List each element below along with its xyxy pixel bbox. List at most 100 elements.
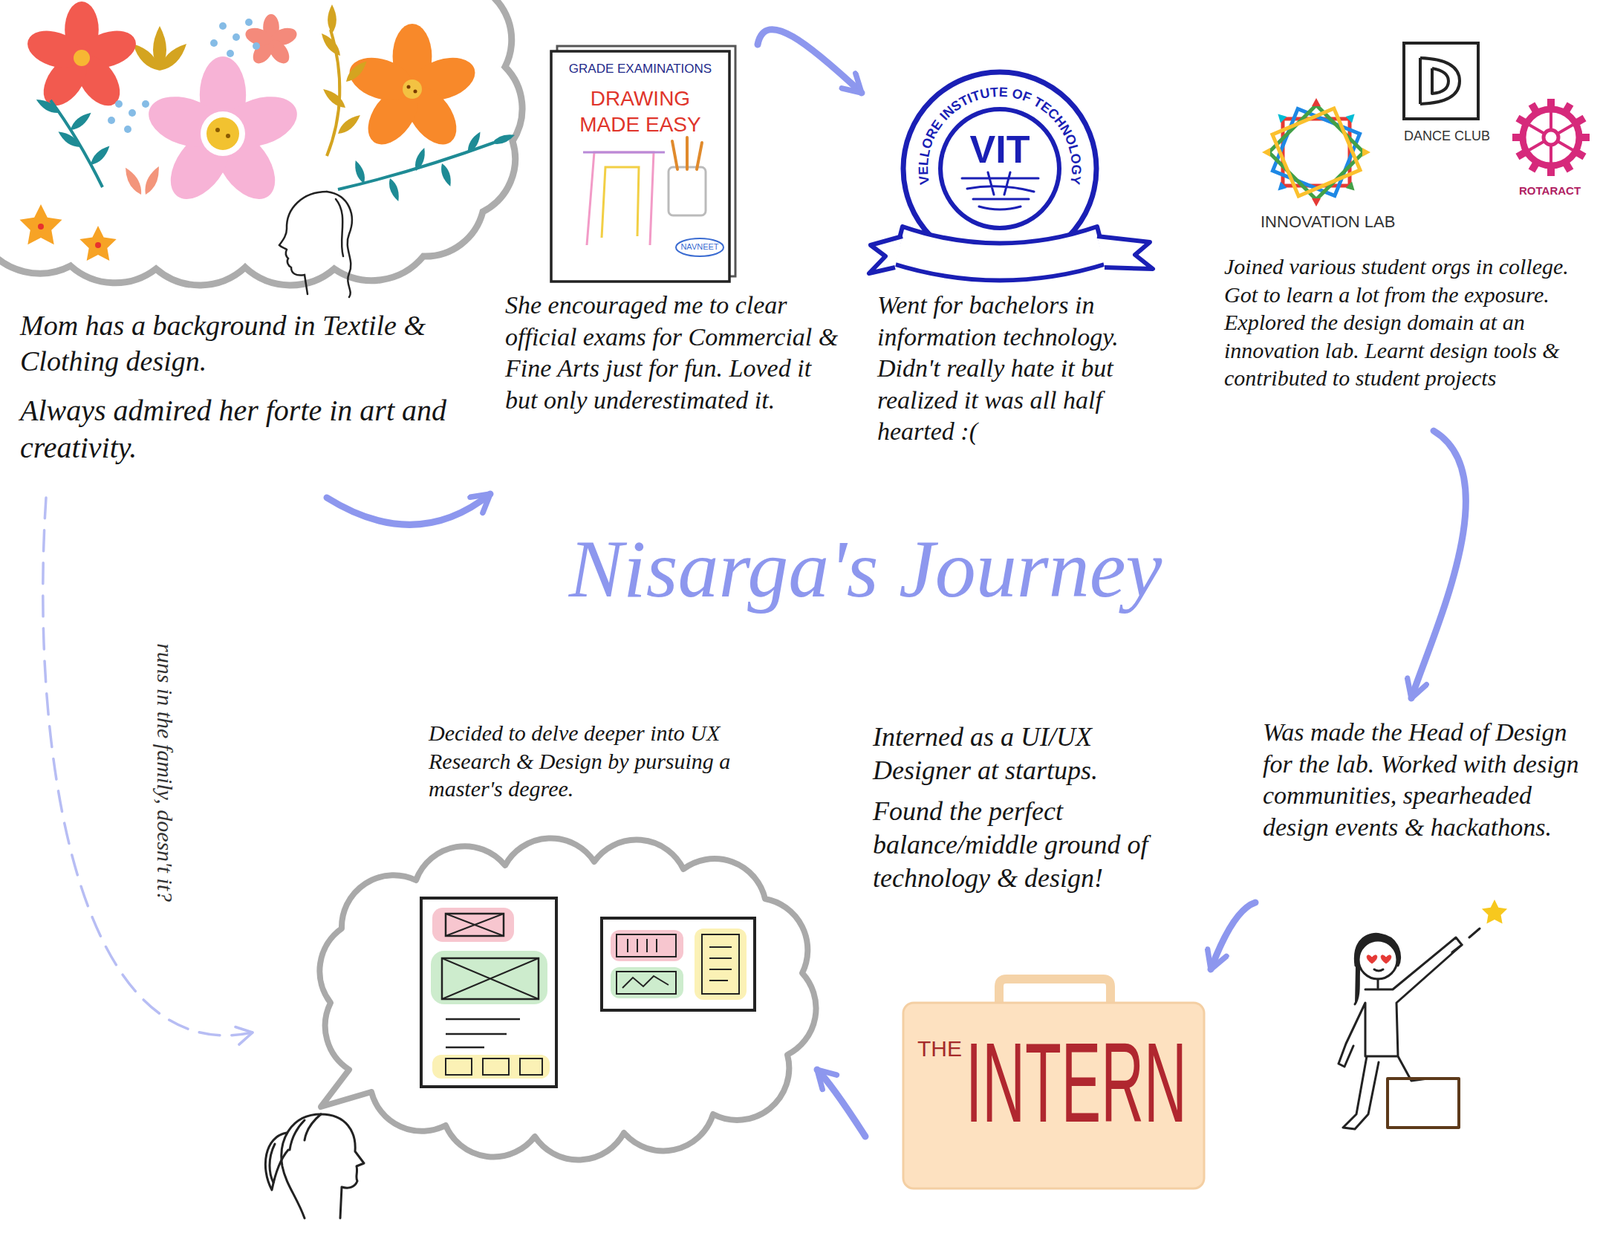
flower-art <box>412 146 428 172</box>
briefcase <box>999 979 1111 1003</box>
journey-arrow <box>1411 430 1466 699</box>
flower-art <box>438 161 454 188</box>
rotaract-logo <box>1574 149 1586 161</box>
logo-label: ROTARACT <box>1519 184 1581 199</box>
innovation-lab-logo <box>1362 147 1371 157</box>
innovation-lab-logo <box>1272 108 1360 196</box>
wireframe-sketch <box>616 971 676 994</box>
innovation-lab-logo <box>1268 104 1364 200</box>
achiever-figure <box>1387 1078 1459 1128</box>
flower-art <box>68 109 95 133</box>
wireframe-sketch <box>421 898 557 1087</box>
achiever-figure <box>1452 928 1480 953</box>
wireframe-sketch <box>445 913 504 936</box>
flower-art <box>34 95 62 116</box>
flower-art <box>343 23 481 154</box>
story-step: INNOVATION LABDANCE CLUBROTARACTJoined v… <box>1218 29 1597 431</box>
flower-art <box>121 164 146 197</box>
flower-art <box>200 111 246 156</box>
flower-art <box>141 56 304 210</box>
wireframe-sketch <box>709 947 732 981</box>
wireframe-sketch <box>430 950 548 1005</box>
wireframe-sketch <box>445 913 504 936</box>
flower-art <box>327 4 337 34</box>
wireframe-sketch <box>601 918 755 1011</box>
story-step: VELLORE INSTITUTE OF TECHNOLOGYVITWent f… <box>861 66 1171 468</box>
innovation-lab-logo <box>1274 181 1287 194</box>
flower-art <box>37 223 44 230</box>
edge-label: runs in the family, doesn't it? <box>150 638 180 907</box>
flower-art <box>128 109 136 117</box>
achiever-figure <box>1358 940 1398 980</box>
flower-art <box>464 129 484 156</box>
face-sketch <box>279 191 327 295</box>
achiever-figure <box>1338 937 1462 1130</box>
step-text: Decided to delve deeper into UX Research… <box>428 719 749 803</box>
book-cover <box>583 151 665 154</box>
flower-art <box>317 30 344 58</box>
briefcase <box>903 1002 1205 1189</box>
flower-art <box>50 100 103 188</box>
wireframe-sketch <box>445 1058 472 1075</box>
rotaract-logo <box>1580 133 1590 142</box>
wireframe-sketch <box>627 938 657 953</box>
publisher-stamp: NAVNEET <box>677 242 723 253</box>
star-icon <box>1481 899 1508 925</box>
book-cover <box>551 51 730 282</box>
story-step: Decided to delve deeper into UX Research… <box>252 713 818 1219</box>
flower-art <box>407 85 411 90</box>
flower-art <box>343 57 370 85</box>
flower-art <box>124 125 132 133</box>
rotaract-logo <box>1528 101 1540 113</box>
book-cover <box>675 238 724 257</box>
girl-profile <box>320 1114 364 1219</box>
logo-label: INNOVATION LAB <box>1260 211 1395 233</box>
flower-art <box>242 14 299 67</box>
book-title: GRADE EXAMINATIONS <box>558 60 723 77</box>
flower-art <box>245 18 253 26</box>
face-sketch <box>326 191 353 298</box>
flower-art <box>335 111 363 137</box>
flower-art <box>155 40 191 76</box>
wireframe-sketch <box>441 958 539 1000</box>
flower-art <box>79 225 116 261</box>
logo-text: VELLORE INSTITUTE OF TECHNOLOGY <box>915 84 1084 186</box>
flower-art <box>320 85 348 111</box>
rotaract-logo <box>1547 98 1555 108</box>
rotaract-logo <box>1515 115 1527 127</box>
flower-art <box>402 79 422 99</box>
dance-club-logo <box>1403 43 1479 119</box>
flower-art <box>87 143 113 168</box>
wireframe-sketch <box>432 907 515 942</box>
wireframe-sketch <box>610 929 684 962</box>
flower-art <box>352 158 368 185</box>
rotaract-logo <box>1529 112 1574 163</box>
rotaract-logo <box>1562 161 1575 173</box>
book-cover <box>586 152 654 246</box>
flower-art <box>141 100 150 108</box>
book-cover <box>668 167 706 216</box>
flower-art <box>226 49 234 58</box>
flower-art <box>386 176 402 203</box>
girl-profile <box>281 1114 321 1219</box>
book-cover <box>672 137 702 170</box>
flower-art <box>141 164 163 197</box>
flower-art <box>232 33 240 41</box>
flower-art <box>252 42 260 50</box>
rotaract-logo <box>1512 133 1522 142</box>
flower-art <box>73 49 90 67</box>
flower-art <box>95 242 102 249</box>
thought-cloud <box>0 0 523 286</box>
journey-arrow <box>1210 902 1256 970</box>
wireframe-sketch <box>482 1058 509 1075</box>
journey-arrow <box>757 29 862 93</box>
girl-profile <box>265 1114 364 1219</box>
flower-art <box>115 100 123 108</box>
rotaract-logo <box>1547 167 1555 177</box>
briefcase-label: THE <box>917 1034 962 1063</box>
face-sketch <box>335 199 344 257</box>
logo-text: VIT <box>925 129 1075 169</box>
achiever-figure <box>1338 928 1480 1130</box>
